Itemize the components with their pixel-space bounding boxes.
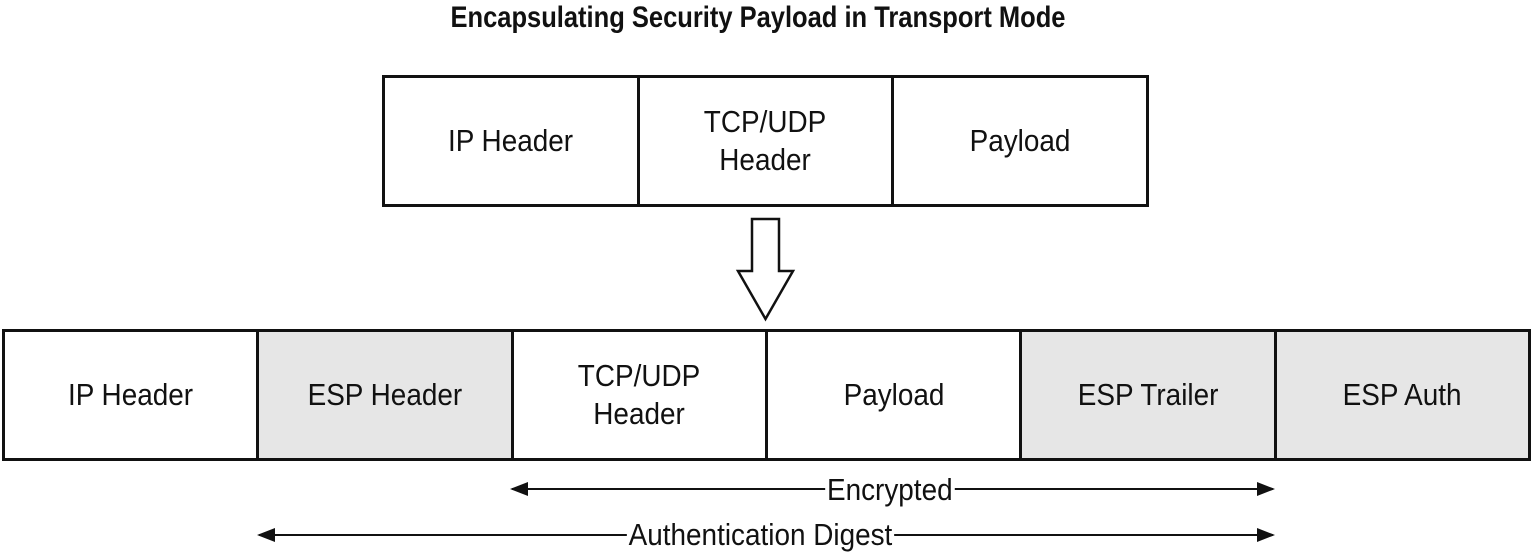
original-tcp-udp-header-field: TCP/UDP Header — [636, 78, 892, 204]
esp-payload-field: Payload — [764, 332, 1019, 458]
original-packet: IP Header TCP/UDP Header Payload — [382, 75, 1149, 207]
encrypted-label: Encrypted — [825, 472, 955, 508]
esp-tcp-udp-header-field: TCP/UDP Header — [510, 332, 765, 458]
esp-packet: IP Header ESP Header TCP/UDP Header Payl… — [2, 329, 1531, 461]
authentication-digest-label: Authentication Digest — [626, 517, 895, 553]
transform-arrow-icon — [735, 217, 796, 322]
original-payload-field: Payload — [891, 78, 1146, 204]
esp-trailer-field: ESP Trailer — [1019, 332, 1274, 458]
esp-auth-field: ESP Auth — [1273, 332, 1528, 458]
original-ip-header-field: IP Header — [448, 123, 574, 158]
esp-ip-header-field: IP Header — [68, 377, 194, 412]
esp-header-field: ESP Header — [256, 332, 511, 458]
diagram-title: Encapsulating Security Payload in Transp… — [450, 1, 1066, 34]
